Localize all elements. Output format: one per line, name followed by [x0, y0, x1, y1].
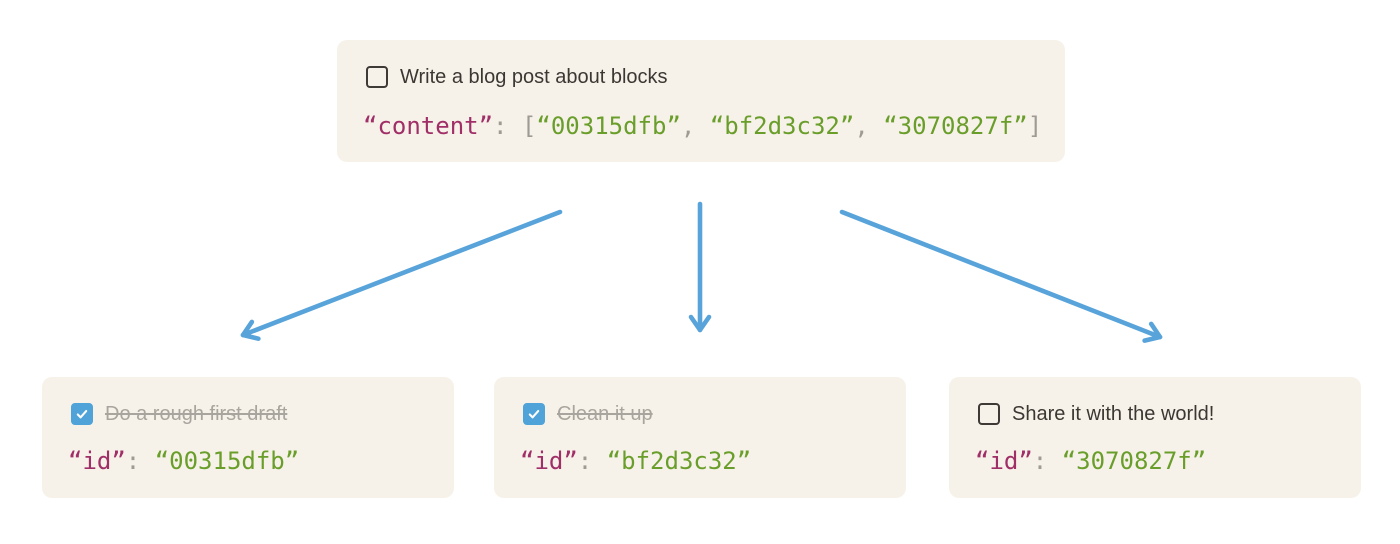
task-row: Write a blog post about blocks [363, 64, 1039, 90]
code-key: “content” [363, 112, 494, 140]
checkbox-checked-icon[interactable] [71, 403, 93, 425]
child-block-card-1: Do a rough first draft “id”: “00315dfb” [42, 377, 454, 498]
code-line: “id”: “bf2d3c32” [520, 445, 880, 477]
code-id-1: “00315dfb” [536, 112, 681, 140]
code-id-3: “3070827f” [883, 112, 1028, 140]
task-label: Share it with the world! [1012, 403, 1215, 425]
task-label: Clean it up [557, 403, 653, 425]
code-key: “id” [520, 447, 578, 475]
code-bracket-close: ] [1027, 112, 1043, 140]
code-colon: : [125, 447, 155, 475]
code-colon: : [493, 112, 522, 140]
code-id-2: “bf2d3c32” [709, 112, 855, 140]
code-bracket-open: [ [521, 112, 537, 140]
code-line: “content”: [“00315dfb”, “bf2d3c32”, “307… [363, 110, 1043, 142]
code-key: “id” [68, 447, 126, 475]
task-row: Do a rough first draft [68, 401, 428, 427]
check-icon [528, 409, 540, 419]
code-separator: , [854, 112, 884, 140]
child-block-card-2: Clean it up “id”: “bf2d3c32” [494, 377, 906, 498]
parent-block-card: Write a blog post about blocks “content”… [337, 40, 1065, 162]
code-key: “id” [975, 447, 1033, 475]
code-colon: : [577, 447, 607, 475]
code-line: “id”: “00315dfb” [68, 445, 428, 477]
task-label: Do a rough first draft [105, 403, 288, 425]
task-label: Write a blog post about blocks [400, 66, 668, 88]
code-id-value: “00315dfb” [154, 447, 300, 475]
code-separator: , [680, 112, 710, 140]
checkbox-icon[interactable] [366, 66, 388, 88]
task-row: Share it with the world! [975, 401, 1335, 427]
checkbox-checked-icon[interactable] [523, 403, 545, 425]
check-icon [76, 409, 88, 419]
child-block-card-3: Share it with the world! “id”: “3070827f… [949, 377, 1361, 498]
task-row: Clean it up [520, 401, 880, 427]
arrow-to-child-1 [240, 209, 563, 341]
checkbox-unchecked-icon[interactable] [978, 403, 1000, 425]
code-id-value: “3070827f” [1061, 447, 1207, 475]
code-colon: : [1032, 447, 1062, 475]
code-id-value: “bf2d3c32” [606, 447, 752, 475]
arrow-to-child-3 [839, 209, 1163, 343]
code-line: “id”: “3070827f” [975, 445, 1335, 477]
